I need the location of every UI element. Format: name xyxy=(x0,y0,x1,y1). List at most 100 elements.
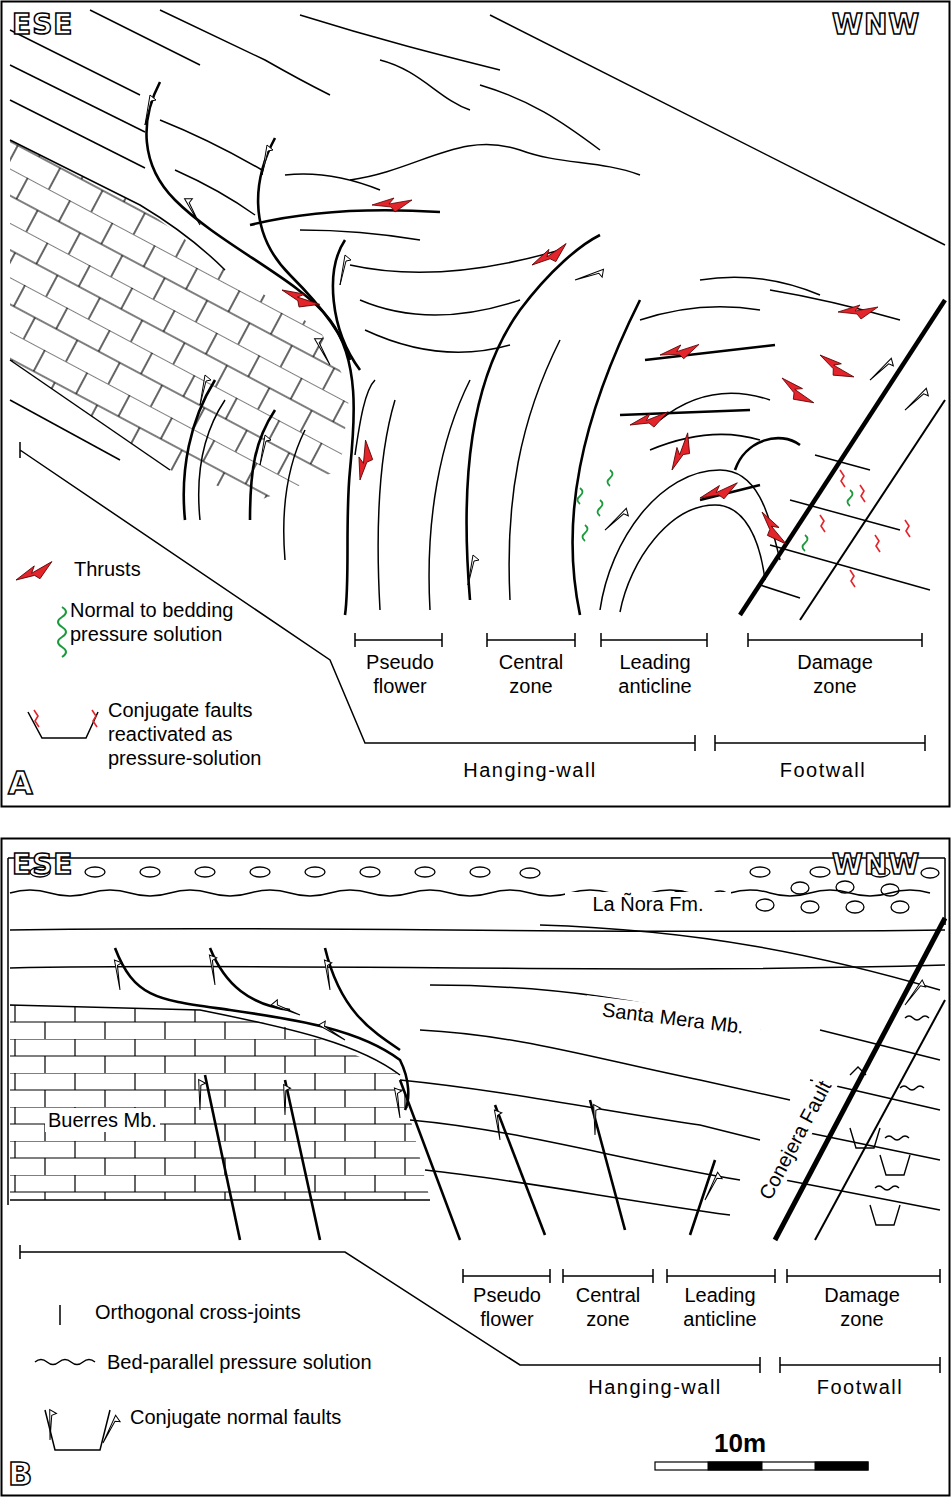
scale-bar-part xyxy=(815,1462,868,1470)
conglomerate-pebbles-part xyxy=(750,867,770,877)
half-arrows-b-part xyxy=(490,1108,511,1140)
bedding-lines-b-part xyxy=(410,1120,740,1180)
legend-samples-b-part xyxy=(35,1360,95,1365)
bedding-lines-part xyxy=(378,400,395,610)
bedding-lines-part xyxy=(770,545,930,590)
legend-samples-a xyxy=(14,560,98,738)
pressure-solution-green-part xyxy=(578,488,583,504)
bedding-lines-part xyxy=(760,585,800,598)
bedding-lines-part xyxy=(480,85,600,150)
conjugate-pressure-solution-part xyxy=(840,470,845,487)
conglomerate-pebbles-part xyxy=(846,901,864,913)
half-arrows-part xyxy=(468,555,479,585)
half-arrows-b-part xyxy=(390,1086,411,1118)
footwall-structures-part xyxy=(885,1136,909,1140)
thrust-arrows-part xyxy=(777,373,815,411)
zone-brackets-b-part xyxy=(20,1245,940,1373)
legend-samples-b xyxy=(35,1305,121,1450)
zone-brackets-b-part xyxy=(667,1269,775,1283)
footwall-structures-part xyxy=(850,1067,866,1075)
zone-label: Damage zone xyxy=(802,1283,922,1331)
thrust-arrows xyxy=(279,198,878,550)
conjugate-pressure-solution-part xyxy=(875,535,880,552)
conjugate-pressure-solution-part xyxy=(860,485,865,502)
block-label: Hanging-wall xyxy=(555,1375,755,1399)
footwall-structures-part xyxy=(880,1155,910,1175)
zone-brackets-part xyxy=(601,633,707,647)
half-arrows-b-part xyxy=(279,1083,296,1115)
half-arrows-b-part xyxy=(205,953,226,985)
bedding-lines-part xyxy=(640,307,760,320)
footwall-structures-part xyxy=(870,1205,900,1225)
direction-label: ESE xyxy=(12,8,73,42)
bedding-lines-part xyxy=(10,140,225,270)
fault-lines-b xyxy=(115,918,945,1240)
bedding-lines-part xyxy=(300,15,500,70)
fault-lines-b-part xyxy=(210,948,290,1010)
bedding-lines-part xyxy=(199,400,225,520)
legend-text: Conjugate normal faults xyxy=(130,1405,390,1429)
zone-brackets-part xyxy=(355,633,442,647)
bedding-lines-part xyxy=(350,144,640,180)
conglomerate-pebbles-part xyxy=(891,901,909,913)
footwall-structures-part xyxy=(905,1016,929,1020)
fault-lines-part xyxy=(146,82,353,615)
footwall-structures-part xyxy=(900,1086,924,1090)
footwall-structures-part xyxy=(850,1128,880,1148)
fault-lines-part xyxy=(250,210,440,225)
zone-brackets-part xyxy=(487,633,575,647)
block-label: Footwall xyxy=(748,758,898,782)
direction-label: WNW xyxy=(832,848,920,882)
zone-label: Central zone xyxy=(558,1283,658,1331)
legend-text: Conjugate faults reactivated as pressure… xyxy=(108,698,318,770)
fault-lines-b-part xyxy=(115,948,408,1110)
fault-lines-b-part xyxy=(775,918,945,1240)
half-arrows-part xyxy=(262,145,273,175)
thrust-arrows-part xyxy=(629,410,671,432)
half-arrows-part xyxy=(605,505,631,536)
thrust-arrows-part xyxy=(756,509,788,551)
conjugate-pressure-solution-part xyxy=(820,515,825,532)
half-arrows-b-part xyxy=(905,978,928,1010)
direction-label: ESE xyxy=(12,848,73,882)
bedding-lines-part xyxy=(509,340,560,600)
bedding-lines-part xyxy=(650,434,760,450)
half-arrows-part xyxy=(340,255,351,285)
fault-lines-part xyxy=(258,138,350,360)
conglomerate-pebbles-part xyxy=(85,867,105,877)
bedding-lines-part xyxy=(285,174,380,190)
panel-b-part xyxy=(10,1005,430,1200)
bedding-lines-part xyxy=(660,393,770,420)
thrust-arrows-part xyxy=(372,198,412,212)
conjugate-pressure-solution-part xyxy=(905,520,910,537)
half-arrows-part xyxy=(200,375,211,405)
scale-bar xyxy=(655,1462,868,1470)
bedding-lines-part xyxy=(10,400,120,460)
conglomerate-pebbles-part xyxy=(415,867,435,877)
fault-lines xyxy=(146,82,945,620)
bedding-lines-part xyxy=(160,10,330,95)
bedding-lines-part xyxy=(365,330,510,352)
half-arrows-b-part xyxy=(589,1103,606,1135)
direction-label: WNW xyxy=(832,8,920,42)
zone-brackets-part xyxy=(748,633,922,647)
conjugate-pressure-solution xyxy=(820,470,910,587)
thrust-arrows-part xyxy=(353,440,377,482)
pressure-solution-green-part xyxy=(608,470,613,486)
footwall-structures xyxy=(850,1016,929,1225)
zone-label: Pseudo flower xyxy=(350,650,450,698)
conglomerate-pebbles-part xyxy=(921,868,939,878)
bedding-lines-part xyxy=(770,290,900,320)
panel-a xyxy=(2,2,950,807)
conjugate-pressure-solution-part xyxy=(850,570,855,587)
bedding-lines-part xyxy=(429,380,470,610)
thrust-arrows-part xyxy=(659,343,701,362)
bedding-lines-b xyxy=(10,925,945,1215)
fault-lines-part xyxy=(735,438,800,470)
fault-lines-part xyxy=(184,380,215,520)
zone-brackets-b-part xyxy=(563,1269,653,1283)
panel-b-part xyxy=(10,890,930,896)
zone-label: Damage zone xyxy=(775,650,895,698)
legend-samples-b-part xyxy=(45,1410,110,1450)
